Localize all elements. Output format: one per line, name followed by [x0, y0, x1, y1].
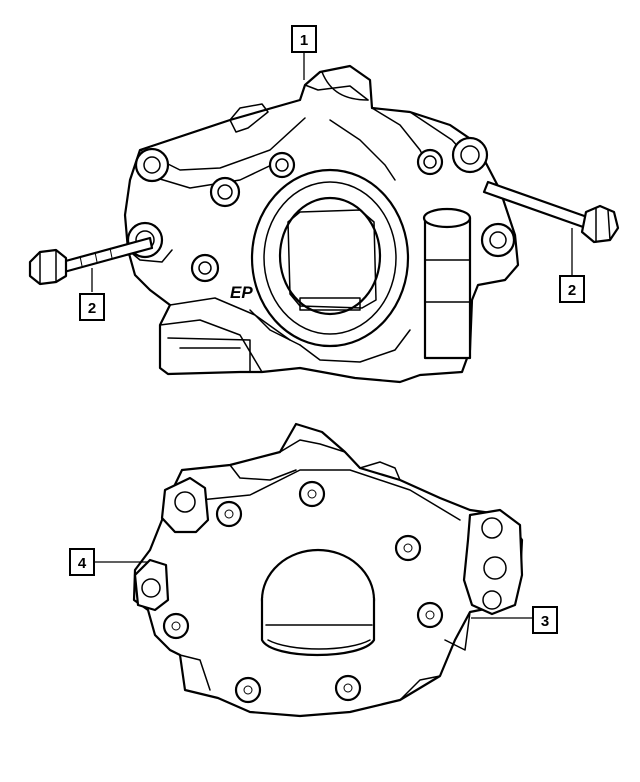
callout-2-left: 2: [79, 293, 105, 321]
callout-3: 3: [532, 606, 558, 634]
callout-2-left-label: 2: [88, 300, 96, 317]
bolt-right: [482, 180, 620, 244]
torx-screw-2: [215, 500, 243, 528]
callout-1-label: 1: [300, 32, 308, 49]
callout-4-label: 4: [78, 555, 87, 572]
torx-screw-6: [234, 676, 262, 704]
callout-1: 1: [291, 25, 317, 53]
casting-mark: EP: [230, 283, 253, 302]
torx-screw-3: [394, 534, 422, 562]
callout-2-right: 2: [559, 275, 585, 303]
callout-4: 4: [69, 548, 95, 576]
bolt-left: [28, 236, 154, 286]
oil-pump-front-view: EP: [123, 64, 520, 384]
oil-pump-rear-view: [132, 422, 524, 718]
torx-screw-4: [162, 612, 190, 640]
callout-3-label: 3: [541, 613, 549, 630]
torx-screw-1: [298, 480, 326, 508]
torx-screw-7: [334, 674, 362, 702]
callout-2-right-label: 2: [568, 282, 576, 299]
torx-screw-5: [416, 601, 444, 629]
